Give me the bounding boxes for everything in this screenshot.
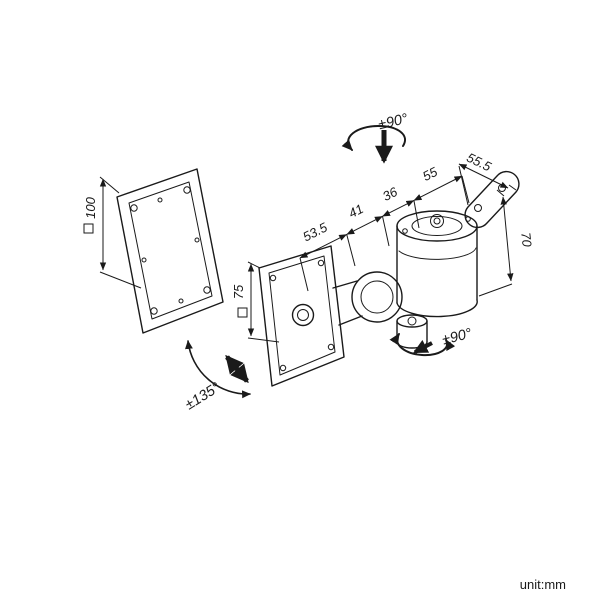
tilt-arrow [225,354,249,384]
dim-70-label: 70 [518,232,535,249]
pivot-knob [396,314,428,349]
dim-36-label: 36 [380,184,400,204]
dim-70: 70 [478,189,535,297]
dim-75-label: 75 [231,284,246,299]
screw-hole [203,286,211,294]
square-symbol-100 [83,223,94,234]
screw-hole [194,237,200,243]
unit-label: unit:mm [520,577,566,592]
top-bolt-center [433,217,441,225]
rotation-top-swivel: ±90° [341,111,410,164]
rotation-tilt-label: ±135° [183,380,224,414]
dim-53-5-label: 53.5 [300,219,330,244]
mount-cylinder [396,210,478,318]
dim-100: 100 [83,176,142,289]
screw-hole [327,343,335,351]
swivel-arrow [413,339,433,354]
dim-75: 75 [231,261,280,343]
screw-hole [141,257,147,263]
screw-hole [157,197,163,203]
rim-screw [402,228,408,234]
screw-hole [150,307,158,315]
dim-41-label: 41 [346,201,366,221]
vesa-plate-100 [116,168,224,334]
rotation-arc [341,124,406,151]
rotation-arc [184,340,251,399]
rotation-side-swivel: ±90° [389,326,474,357]
rotation-top-label: ±90° [377,111,410,133]
vesa-plate-75 [258,245,345,387]
center-bolt-head [297,309,309,321]
dim-100-label: 100 [83,196,98,218]
ball-joint [332,271,403,326]
screw-hole [130,204,138,212]
screw-hole [183,186,191,194]
screw-hole [178,298,184,304]
screw-hole [279,364,287,372]
screw-hole [269,274,277,282]
top-bolt [430,214,444,228]
rotation-side-label: ±90° [441,326,474,349]
square-symbol-75 [237,307,248,318]
center-bolt [291,303,315,327]
dim-55-5-label: 55.5 [464,150,494,175]
rotation-tilt: ±135° [183,340,251,414]
flange-hole [474,204,482,212]
rotation-arc [389,333,456,357]
dim-55-label: 55 [420,164,440,184]
screw-hole [317,259,325,267]
